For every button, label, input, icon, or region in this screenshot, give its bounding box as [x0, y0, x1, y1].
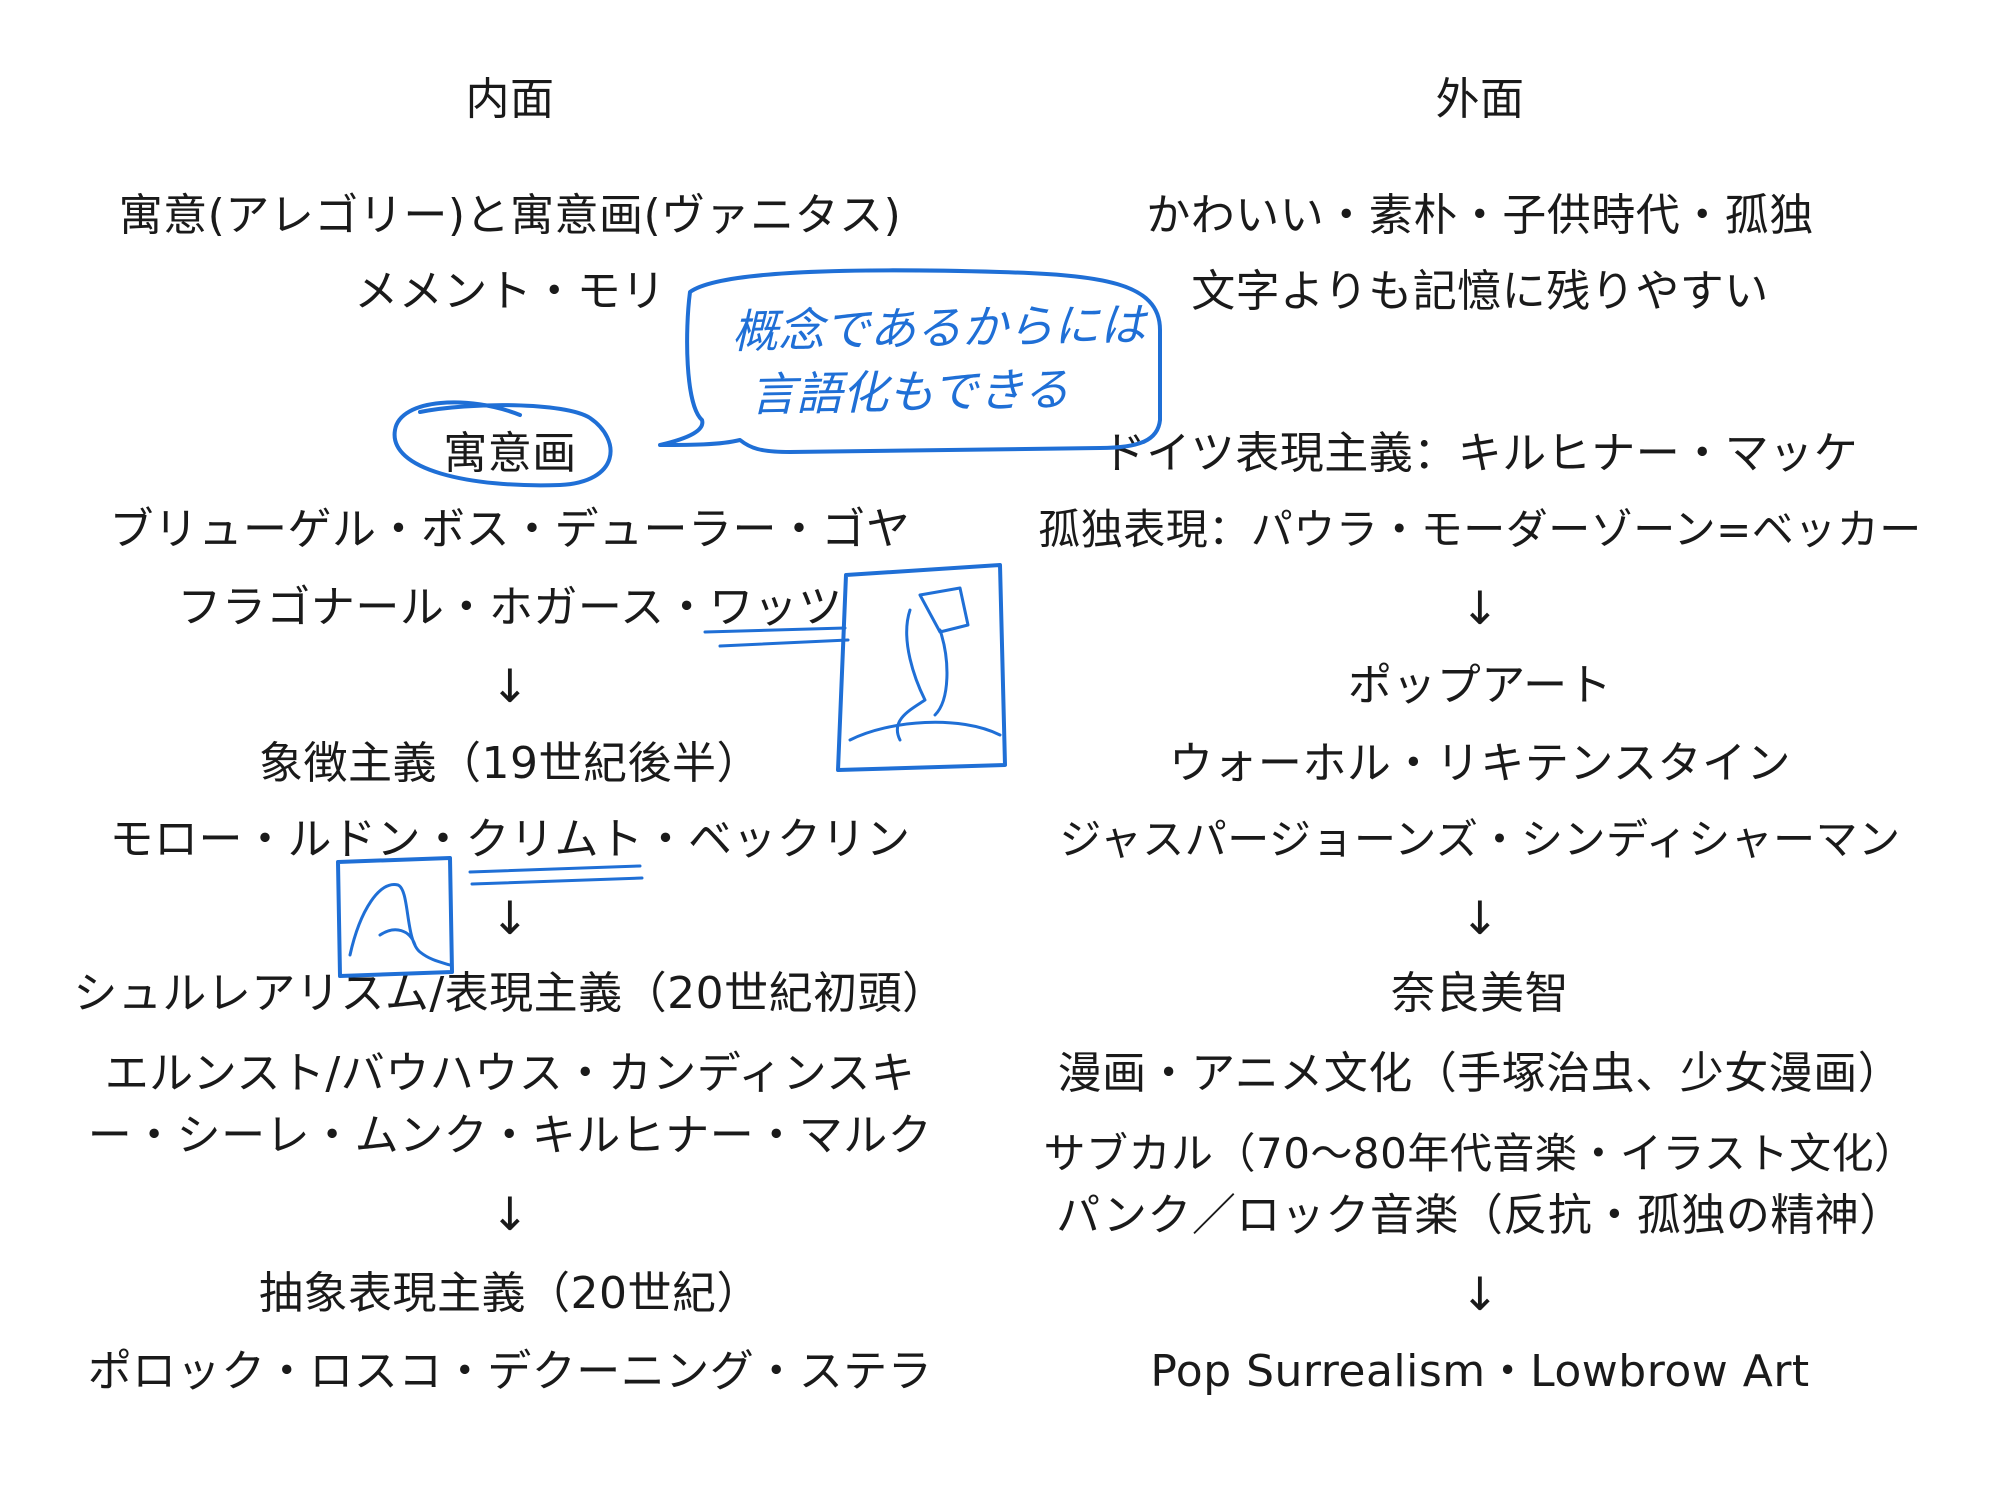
- left-arrow-2: ↓: [490, 891, 530, 945]
- left-header: 内面: [465, 74, 555, 125]
- right-line-solitude: 孤独表現：パウラ・モーダーゾーン=ベッカー: [1038, 505, 1922, 554]
- right-line-pop-artists-1: ウォーホル・リキテンスタイン: [1168, 738, 1792, 789]
- right-line-nara: 奈良美智: [1391, 968, 1569, 1019]
- left-line-memento-mori: メメント・モリ: [354, 266, 666, 317]
- right-line-german-expressionism: ドイツ表現主義：キルヒナー・マッケ: [1101, 428, 1859, 479]
- right-line-subculture: サブカル（70〜80年代音楽・イラスト文化）: [1043, 1129, 1917, 1178]
- right-line-memorable: 文字よりも記憶に残りやすい: [1191, 266, 1769, 317]
- right-line-pop-surrealism: Pop Surrealism・Lowbrow Art: [1150, 1346, 1810, 1397]
- left-arrow-1: ↓: [490, 659, 530, 713]
- right-line-manga: 漫画・アニメ文化（手塚治虫、少女漫画）: [1057, 1048, 1903, 1099]
- right-arrow-3: ↓: [1460, 1267, 1500, 1321]
- left-column: 内面 寓意(アレゴリー)と寓意画(ヴァニタス) メメント・モリ 寓意画 ブリュー…: [40, 0, 980, 1500]
- left-line-allegory: 寓意(アレゴリー)と寓意画(ヴァニタス): [118, 190, 902, 241]
- left-line-symbolism-artists: モロー・ルドン・クリムト・ベックリン: [109, 814, 911, 865]
- right-line-pop-art: ポップアート: [1347, 660, 1613, 711]
- left-line-surrealism-artists-1: エルンスト/バウハウス・カンディンスキ: [104, 1048, 916, 1099]
- left-arrow-3: ↓: [490, 1187, 530, 1241]
- right-line-pop-artists-2: ジャスパージョーンズ・シンディシャーマン: [1059, 815, 1901, 864]
- left-line-abstract-artists: ポロック・ロスコ・デクーニング・ステラ: [87, 1346, 933, 1397]
- left-line-abstract-expressionism: 抽象表現主義（20世紀）: [259, 1268, 761, 1319]
- left-line-allegorical-painting: 寓意画: [443, 428, 577, 479]
- right-line-keywords: かわいい・素朴・子供時代・孤独: [1146, 190, 1814, 241]
- note-line-1: 概念であるからには: [731, 297, 1146, 359]
- right-arrow-2: ↓: [1460, 891, 1500, 945]
- right-header: 外面: [1435, 74, 1525, 125]
- right-arrow-1: ↓: [1460, 581, 1500, 635]
- left-line-artists-2: フラゴナール・ホガース・ワッツ: [177, 582, 843, 633]
- left-line-surrealism-artists-2: ー・シーレ・ムンク・キルヒナー・マルク: [87, 1110, 933, 1161]
- right-line-punk: パンク／ロック音楽（反抗・孤独の精神）: [1056, 1190, 1904, 1241]
- left-line-surrealism: シュルレアリスム/表現主義（20世紀初頭）: [73, 968, 947, 1019]
- note-line-2: 言語化もできる: [749, 362, 1070, 422]
- left-line-artists-1: ブリューゲル・ボス・デューラー・ゴヤ: [109, 504, 911, 555]
- left-line-symbolism: 象徴主義（19世紀後半）: [259, 738, 761, 789]
- right-column: 外面 かわいい・素朴・子供時代・孤独 文字よりも記憶に残りやすい ドイツ表現主義…: [1000, 0, 1960, 1500]
